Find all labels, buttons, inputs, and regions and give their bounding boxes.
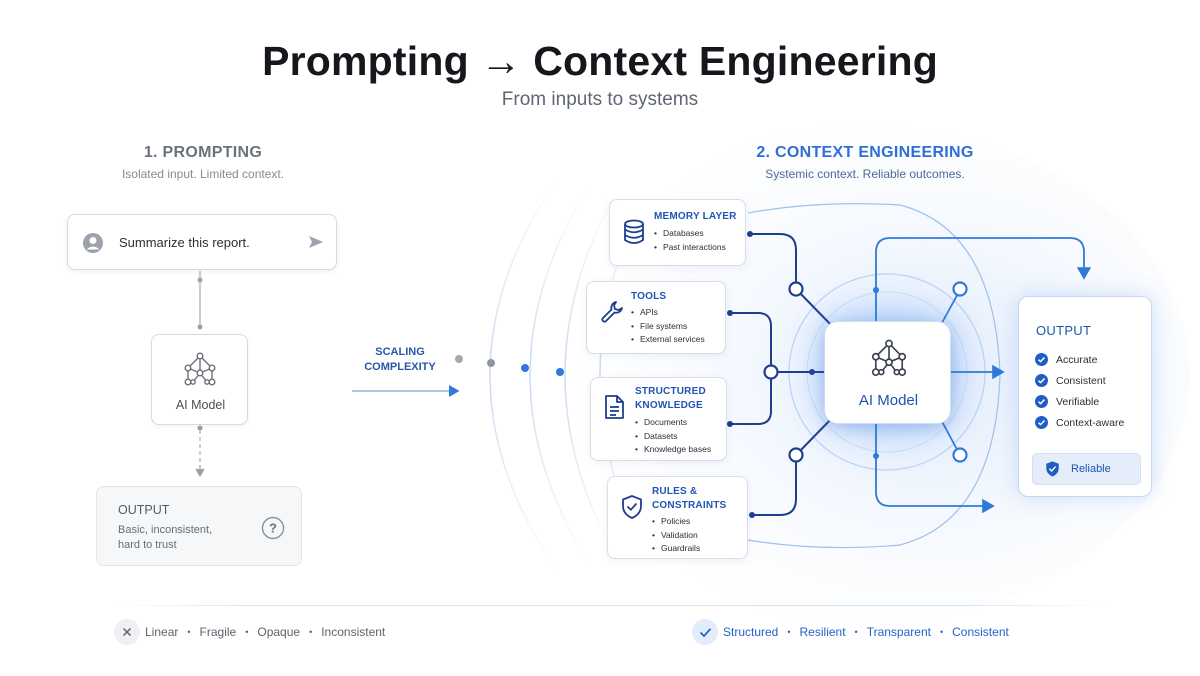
knowledge-item: Knowledge bases (635, 443, 711, 457)
ai-model-engineered-label: AI Model (858, 392, 919, 409)
knowledge-item: Datasets (635, 430, 711, 444)
basic-output-card: OUTPUT Basic, inconsistent, hard to trus… (96, 486, 302, 566)
context-section-title: 2. CONTEXT ENGINEERING (756, 144, 974, 161)
ai-model-basic-label: AI Model (175, 398, 226, 412)
prompt-text: Summarize this report. (119, 235, 250, 250)
output-item: Accurate (1035, 353, 1097, 366)
basic-output-text: Basic, inconsistent, hard to trust (118, 524, 213, 551)
output-item-label: Context-aware (1056, 416, 1125, 429)
check-circle-icon (1035, 416, 1048, 429)
reliable-output-card: OUTPUT Accurate Consistent Verifiable Co… (1018, 296, 1152, 497)
tools-item: APIs (631, 306, 705, 320)
rules-constraints-card: RULES & CONSTRAINTS Policies Validation … (607, 476, 748, 559)
context-engineering-traits: Structured • Resilient • Transparent • C… (692, 619, 1009, 645)
tools-title: TOOLS (631, 291, 667, 302)
footer-divider (110, 605, 1110, 606)
knowledge-item: Documents (635, 416, 711, 430)
trait-label: Linear (145, 625, 179, 639)
rules-item: Validation (652, 529, 700, 543)
user-avatar-icon (83, 233, 103, 253)
scaling-dot-3 (521, 364, 529, 372)
context-section-subtitle: Systemic context. Reliable outcomes. (765, 167, 965, 181)
output-item: Consistent (1035, 374, 1106, 387)
scaling-dot-4 (556, 368, 564, 376)
prompt-input-box[interactable]: Summarize this report. (67, 214, 337, 270)
trait-label: Resilient (799, 625, 846, 639)
document-icon (605, 395, 624, 419)
shield-check-icon (1046, 461, 1059, 477)
check-icon (692, 619, 718, 645)
tools-item: External services (631, 333, 705, 347)
memory-item: Past interactions (654, 241, 726, 255)
page-subtitle: From inputs to systems (501, 89, 699, 110)
trait-label: Structured (723, 625, 779, 639)
tools-card: TOOLS APIs File systems External service… (586, 281, 726, 354)
output-item: Context-aware (1035, 416, 1124, 429)
junction-nodes (727, 231, 968, 518)
x-icon (114, 619, 140, 645)
memory-item: Databases (654, 227, 726, 241)
output-item-label: Accurate (1056, 353, 1098, 366)
trait-label: Transparent (866, 625, 931, 639)
ai-model-engineered: AI Model (824, 321, 951, 424)
scaling-complexity-label: SCALING COMPLEXITY (364, 346, 436, 373)
check-circle-icon (1035, 374, 1048, 387)
trait-label: Fragile (199, 625, 237, 639)
scaling-dot-1 (455, 355, 463, 363)
memory-layer-card: MEMORY LAYER Databases Past interactions (609, 199, 746, 266)
reliable-output-title: OUTPUT (1036, 323, 1092, 338)
output-item-label: Consistent (1056, 374, 1106, 387)
structured-knowledge-card: STRUCTURED KNOWLEDGE Documents Datasets … (590, 377, 727, 461)
rules-item: Guardrails (652, 542, 700, 556)
network-icon (184, 352, 216, 386)
page-title: Prompting → Context Engineering (262, 38, 938, 84)
send-icon[interactable] (308, 234, 324, 250)
shield-check-icon (622, 495, 642, 519)
rules-item: Policies (652, 515, 700, 529)
memory-layer-title: MEMORY LAYER (654, 211, 737, 222)
prompting-traits: Linear • Fragile • Opaque • Inconsistent (114, 619, 385, 645)
check-circle-icon (1035, 395, 1048, 408)
structured-knowledge-title: STRUCTURED KNOWLEDGE (635, 386, 706, 411)
reliable-badge-label: Reliable (1071, 463, 1111, 475)
rules-constraints-title: RULES & CONSTRAINTS (652, 486, 727, 511)
output-item-label: Verifiable (1056, 395, 1100, 408)
ai-model-basic: AI Model (151, 334, 248, 425)
basic-output-title: OUTPUT (118, 503, 170, 517)
wrench-icon (601, 301, 623, 323)
trait-label: Consistent (952, 625, 1009, 639)
svg-text:?: ? (269, 521, 277, 536)
prompting-section-subtitle: Isolated input. Limited context. (121, 167, 285, 181)
output-item: Verifiable (1035, 395, 1099, 408)
tools-item: File systems (631, 320, 705, 334)
network-icon (871, 339, 907, 377)
prompting-section-title: 1. PROMPTING (143, 144, 263, 161)
trait-label: Opaque (257, 625, 301, 639)
reliable-badge: Reliable (1032, 453, 1141, 485)
question-icon: ? (261, 516, 285, 540)
scaling-dot-2 (487, 359, 495, 367)
database-icon (624, 219, 644, 244)
check-circle-icon (1035, 353, 1048, 366)
trait-label: Inconsistent (321, 625, 386, 639)
